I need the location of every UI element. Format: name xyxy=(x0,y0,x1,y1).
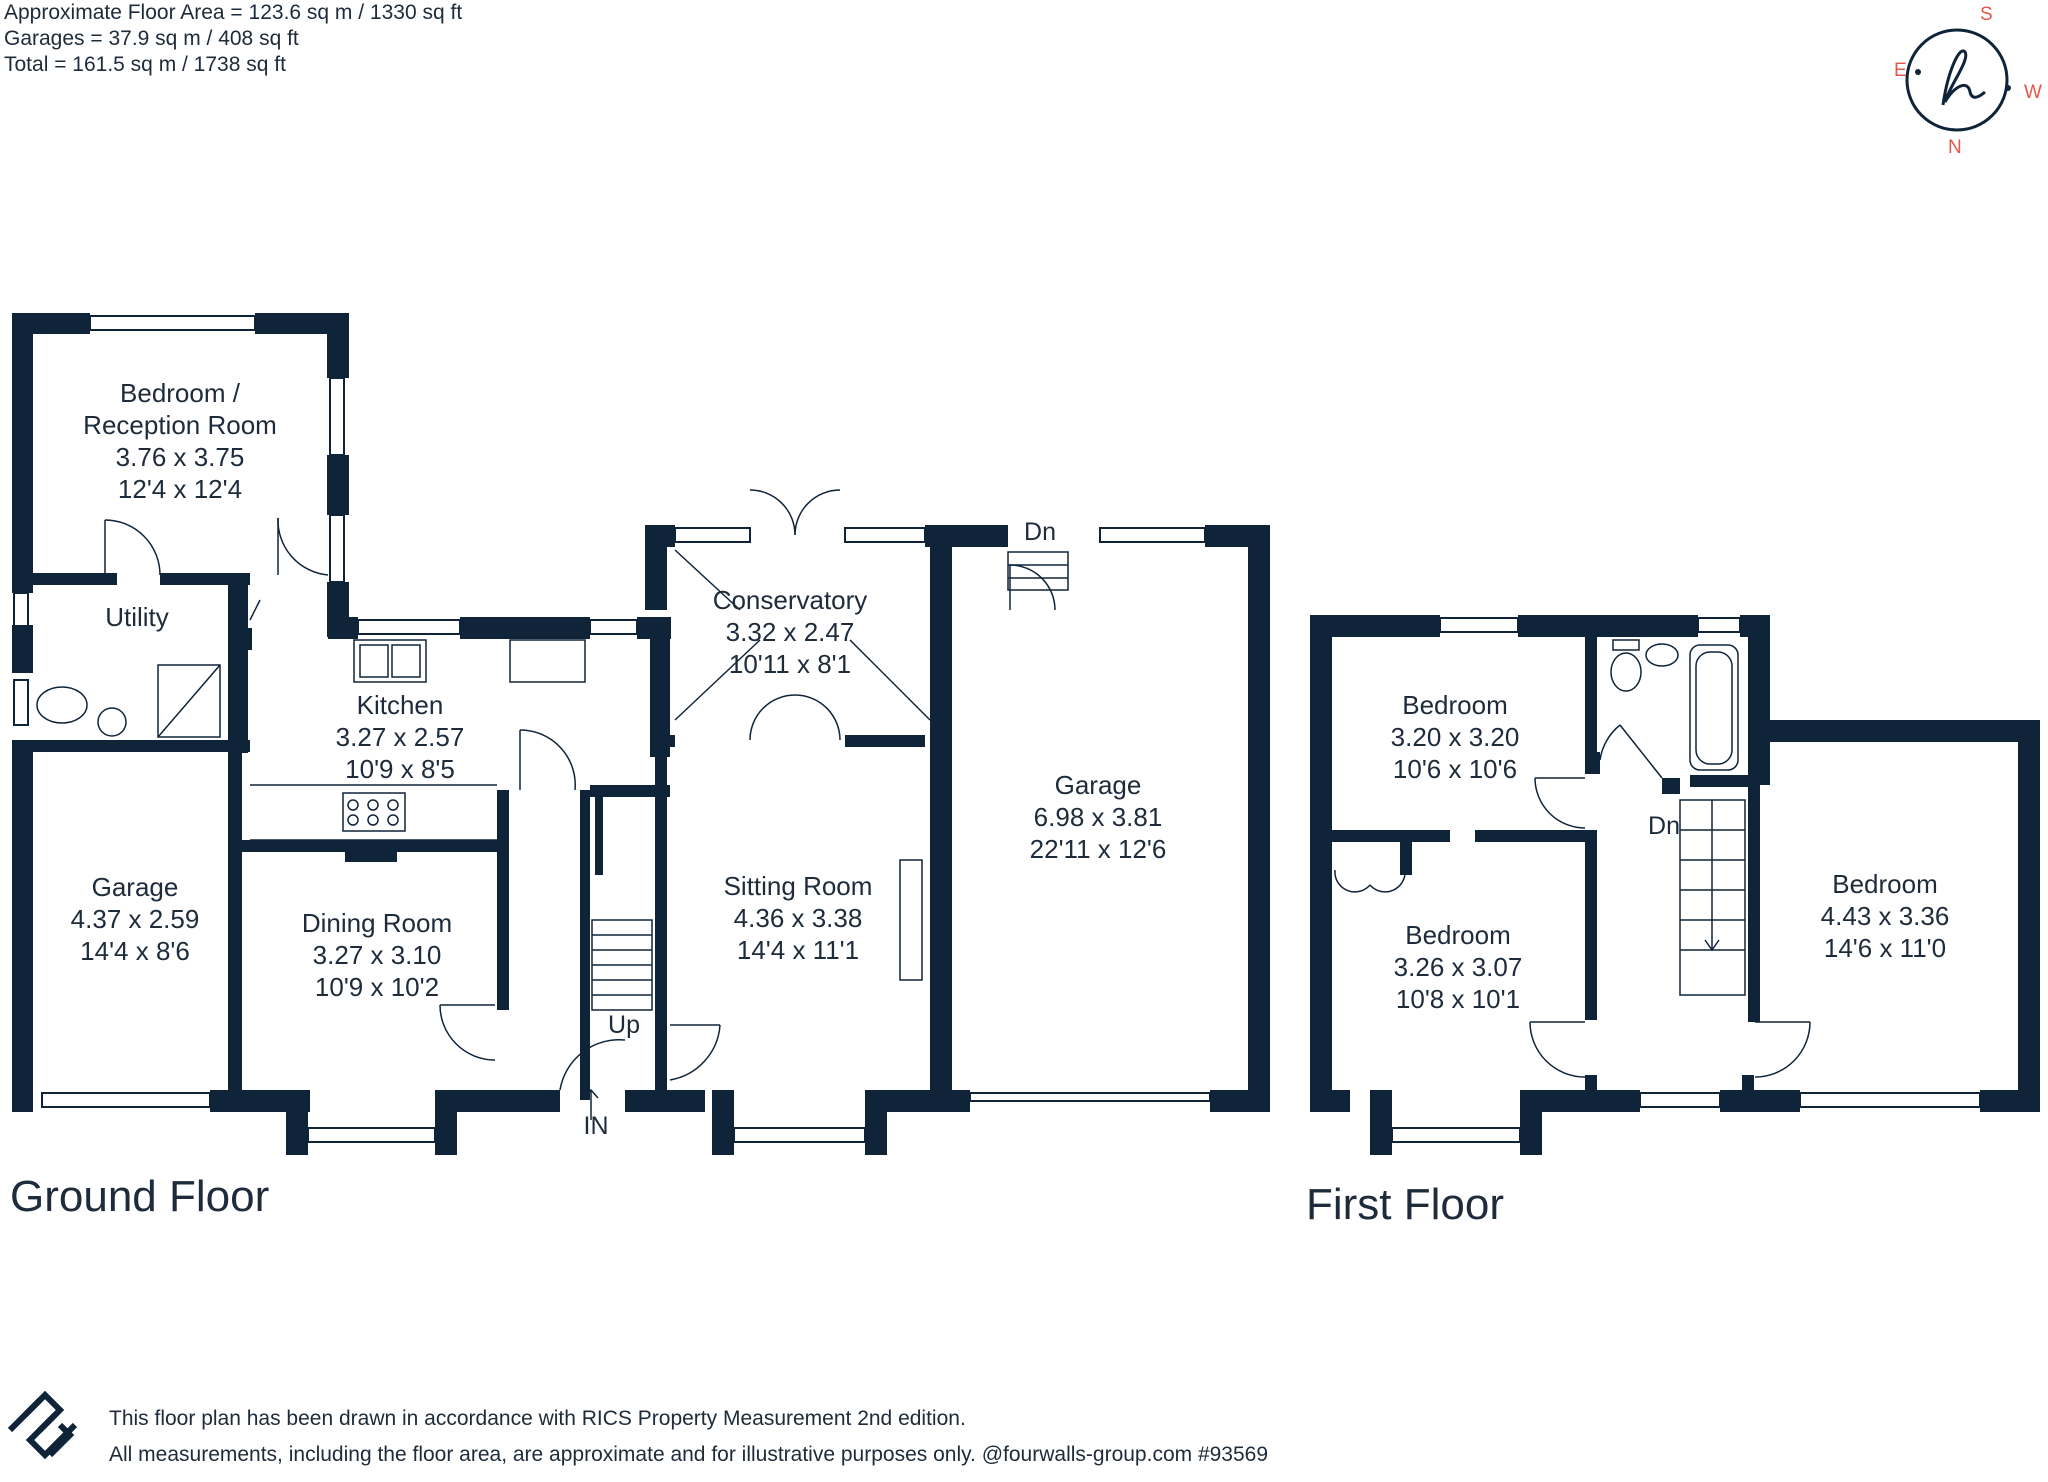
room-name: Bedroom xyxy=(1402,690,1508,720)
first-floor-title: First Floor xyxy=(1306,1180,1504,1229)
room-bedroom-reception: Bedroom / Reception Room 3.76 x 3.75 12'… xyxy=(83,378,277,504)
room-metric: 3.26 x 3.07 xyxy=(1394,952,1523,982)
room-kitchen: Kitchen 3.27 x 2.57 10'9 x 8'5 xyxy=(336,690,465,784)
room-first-bedroom-3: Bedroom 4.43 x 3.36 14'6 x 11'0 xyxy=(1821,869,1950,963)
room-metric: 3.32 x 2.47 xyxy=(726,617,855,647)
garage-dn-label: Dn xyxy=(1024,518,1056,546)
ground-floor-walls xyxy=(12,313,1270,1155)
room-utility: Utility xyxy=(105,602,169,632)
first-floor-toilet-icon xyxy=(1610,652,1642,692)
room-name: Garage xyxy=(1055,770,1142,800)
first-floor-walls xyxy=(1310,615,2040,1155)
room-imperial: 10'9 x 10'2 xyxy=(315,972,439,1002)
compass-north-label: N xyxy=(1948,137,1962,158)
stairs-up-label: Up xyxy=(608,1011,640,1039)
room-name: Bedroom xyxy=(1405,920,1511,950)
room-first-bedroom-2: Bedroom 3.26 x 3.07 10'8 x 10'1 xyxy=(1394,920,1523,1014)
floor-area-total: Total = 161.5 sq m / 1738 sq ft xyxy=(4,53,286,76)
floor-area-garages: Garages = 37.9 sq m / 408 sq ft xyxy=(4,27,299,50)
kitchen-appliance-icon xyxy=(509,639,586,683)
ground-floor-windows xyxy=(13,315,1211,1143)
entrance-label: IN xyxy=(584,1112,609,1140)
room-garage-small: Garage 4.37 x 2.59 14'4 x 8'6 xyxy=(71,872,200,966)
toilet-icon xyxy=(36,686,88,724)
shower-icon xyxy=(157,664,221,738)
fireplace-icon xyxy=(899,859,923,981)
room-imperial: 12'4 x 12'4 xyxy=(118,474,242,504)
room-name: Bedroom xyxy=(1832,869,1938,899)
first-floor-windows xyxy=(1391,617,1981,1143)
floor-area-approx: Approximate Floor Area = 123.6 sq m / 13… xyxy=(4,1,463,24)
room-imperial: 14'6 x 11'0 xyxy=(1824,933,1946,963)
room-name: Bedroom / xyxy=(120,378,241,408)
compass-south-label: S xyxy=(1980,4,1993,25)
bath-icon xyxy=(1689,644,1739,771)
kitchen-sink-icon xyxy=(353,639,427,683)
ground-floor-doors xyxy=(104,489,1056,1091)
room-first-bedroom-1: Bedroom 3.20 x 3.20 10'6 x 10'6 xyxy=(1391,690,1520,784)
room-metric: 4.37 x 2.59 xyxy=(71,904,200,934)
room-metric: 4.36 x 3.38 xyxy=(734,903,863,933)
room-imperial: 10'8 x 10'1 xyxy=(1396,984,1520,1014)
room-imperial: 14'4 x 8'6 xyxy=(80,936,190,966)
room-metric: 3.27 x 3.10 xyxy=(313,940,442,970)
room-sitting: Sitting Room 4.36 x 3.38 14'4 x 11'1 xyxy=(724,871,873,965)
ground-floor-fixtures xyxy=(36,551,1069,1120)
compass-west-label: W xyxy=(2024,82,2042,103)
room-imperial: 10'11 x 8'1 xyxy=(729,649,851,679)
room-name: Conservatory xyxy=(713,585,868,615)
room-metric: 3.27 x 2.57 xyxy=(336,722,465,752)
room-name: Reception Room xyxy=(83,410,277,440)
room-name: Garage xyxy=(92,872,179,902)
ground-floor-title: Ground Floor xyxy=(10,1172,270,1221)
room-name: Dining Room xyxy=(302,908,452,938)
first-dn-label: Dn xyxy=(1648,812,1680,840)
room-name: Sitting Room xyxy=(724,871,873,901)
room-name: Kitchen xyxy=(357,690,444,720)
room-metric: 6.98 x 3.81 xyxy=(1034,802,1163,832)
fourwalls-logo-icon xyxy=(7,1390,78,1460)
first-floor-basin-icon xyxy=(1645,643,1679,667)
room-imperial: 14'4 x 11'1 xyxy=(737,935,859,965)
hob-icon xyxy=(342,792,406,832)
room-conservatory: Conservatory 3.32 x 2.47 10'11 x 8'1 xyxy=(713,585,868,679)
room-dining: Dining Room 3.27 x 3.10 10'9 x 10'2 xyxy=(302,908,452,1002)
garage-steps-icon xyxy=(1007,551,1069,591)
first-floor-fixtures xyxy=(1334,639,1811,1078)
room-imperial: 10'6 x 10'6 xyxy=(1393,754,1517,784)
footer-disclaimer-line-2: All measurements, including the floor ar… xyxy=(109,1443,1269,1466)
room-imperial: 10'9 x 8'5 xyxy=(345,754,455,784)
room-metric: 3.20 x 3.20 xyxy=(1391,722,1520,752)
basin-icon xyxy=(97,707,127,737)
compass-icon: S E W N xyxy=(1894,4,2042,158)
compass-east-label: E xyxy=(1894,60,1907,81)
room-garage-large: Garage 6.98 x 3.81 22'11 x 12'6 xyxy=(1030,770,1167,864)
room-imperial: 22'11 x 12'6 xyxy=(1030,834,1167,864)
room-metric: 3.76 x 3.75 xyxy=(116,442,245,472)
room-metric: 4.43 x 3.36 xyxy=(1821,901,1950,931)
footer-disclaimer-line-1: This floor plan has been drawn in accord… xyxy=(109,1407,966,1430)
